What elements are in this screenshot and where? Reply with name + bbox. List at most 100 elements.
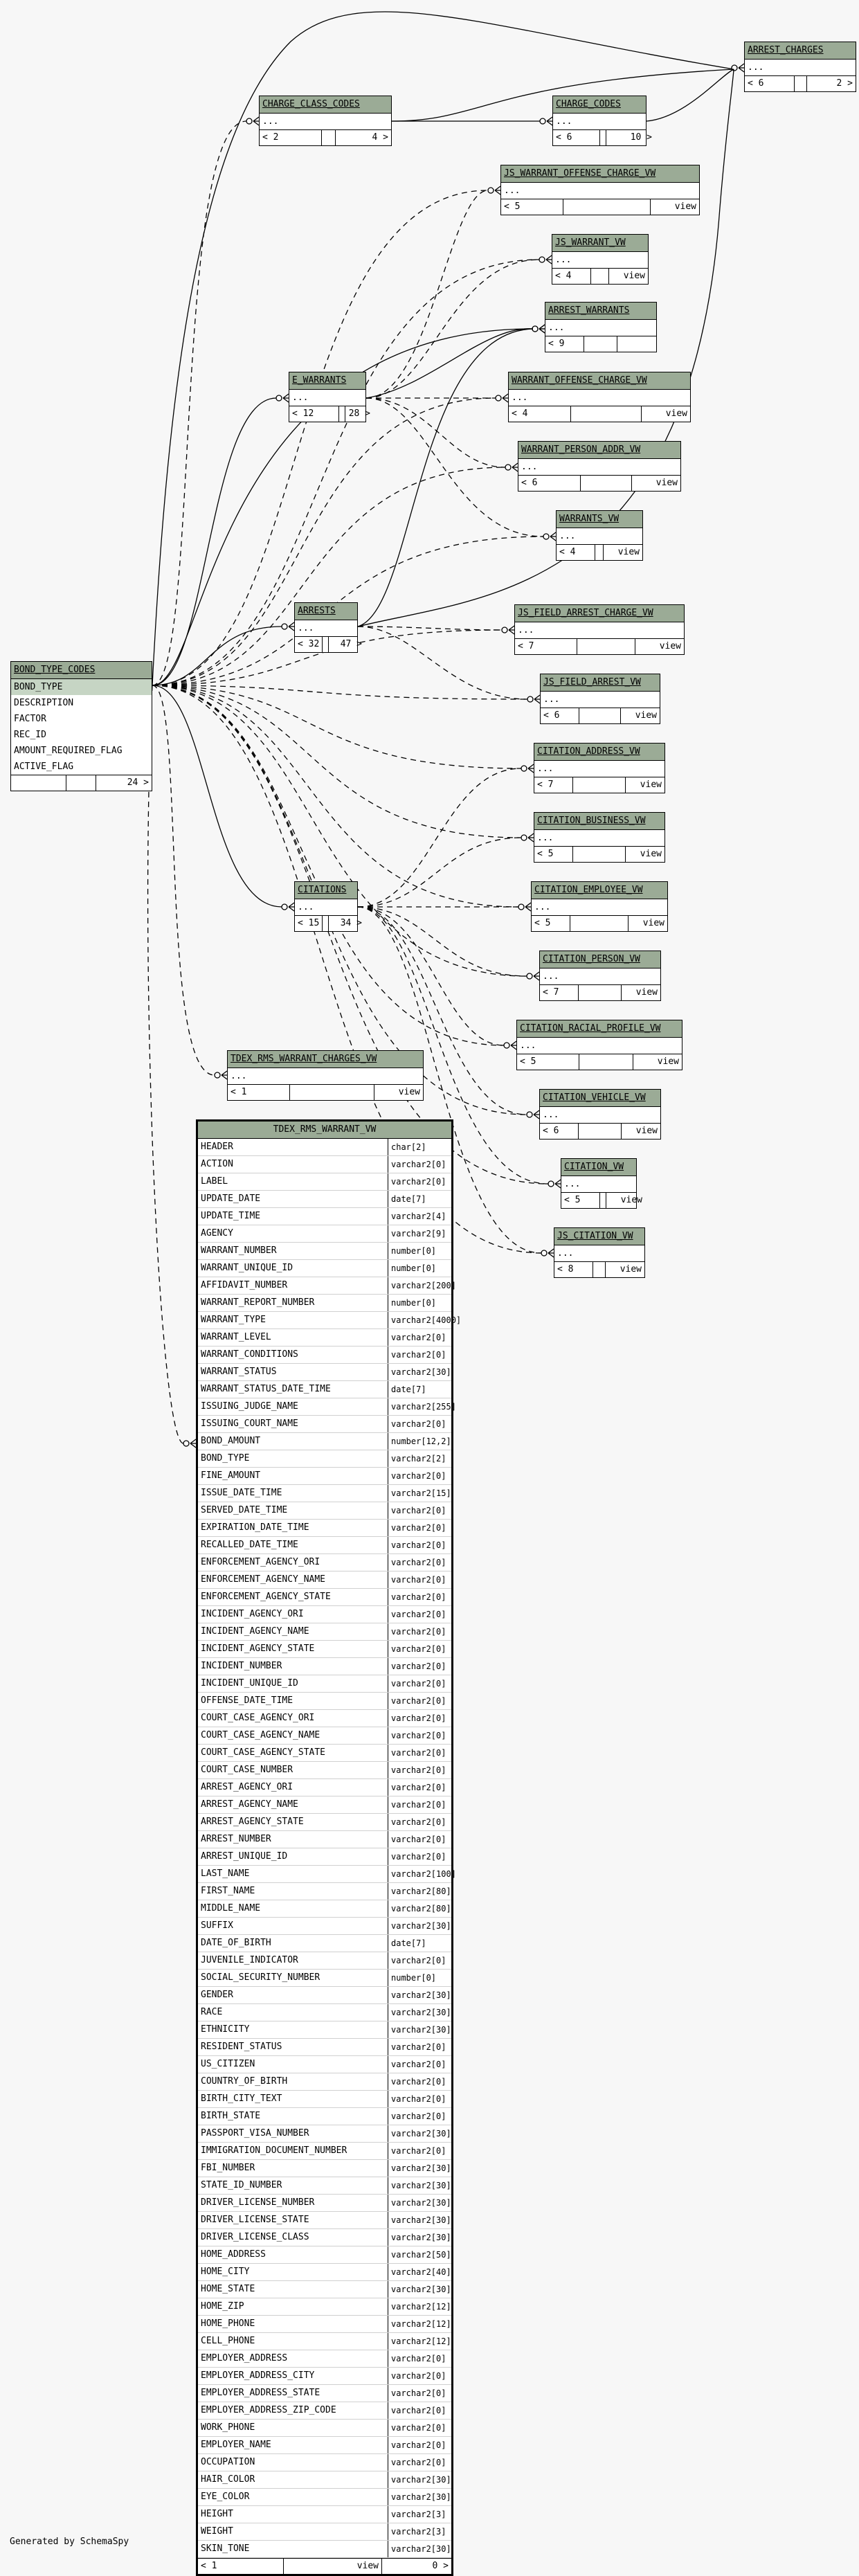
table-kind[interactable]: view [284, 2559, 382, 2574]
table-name-link[interactable]: CHARGE_CLASS_CODES [262, 99, 360, 109]
table-title[interactable]: CITATION_VEHICLE_VW [540, 1090, 660, 1107]
parents-count[interactable]: < 6 [553, 130, 600, 145]
children-count[interactable]: view [635, 710, 657, 721]
children-count[interactable]: view [657, 1056, 679, 1067]
children-count[interactable]: view [617, 547, 640, 557]
table-title[interactable]: TDEX_RMS_WARRANT_CHARGES_VW [228, 1051, 423, 1068]
table-name-link[interactable]: ARREST_CHARGES [748, 45, 824, 55]
table-name-link[interactable]: CITATION_ADDRESS_VW [537, 746, 640, 757]
parents-count[interactable]: < 6 [518, 476, 581, 491]
parents-count[interactable]: < 32 [295, 637, 323, 652]
children-count[interactable]: 24 > [127, 777, 149, 788]
children-count[interactable]: view [642, 918, 664, 928]
parents-count[interactable]: < 1 [198, 2559, 284, 2574]
children-count[interactable]: view [640, 849, 662, 859]
table-name-link[interactable]: ARREST_WARRANTS [548, 305, 630, 316]
parents-count[interactable]: < 7 [534, 777, 573, 793]
parents-count[interactable]: < 4 [557, 545, 595, 560]
children-count[interactable]: view [620, 1195, 642, 1205]
table-kind[interactable] [579, 708, 621, 723]
children-count[interactable]: view [398, 1087, 420, 1097]
table-title[interactable]: ARREST_WARRANTS [545, 303, 656, 320]
children-count[interactable]: 0 > [432, 2561, 449, 2571]
table-name-link[interactable]: TDEX_RMS_WARRANT_CHARGES_VW [230, 1054, 377, 1064]
generated-by-label[interactable]: Generated by SchemaSpy [10, 2537, 129, 2547]
children-count[interactable]: view [640, 780, 662, 790]
table-kind[interactable] [579, 985, 622, 1000]
table-kind[interactable] [323, 916, 329, 931]
children-count[interactable]: view [635, 987, 658, 998]
table-kind[interactable] [570, 916, 629, 931]
children-count[interactable]: view [665, 408, 687, 419]
parents-count[interactable]: < 5 [517, 1054, 579, 1070]
table-title[interactable]: CITATION_BUSINESS_VW [534, 813, 664, 830]
table-title[interactable]: JS_FIELD_ARREST_CHARGE_VW [515, 605, 684, 622]
table-title[interactable]: CITATION_RACIAL_PROFILE_VW [517, 1020, 682, 1038]
table-name-link[interactable]: CITATION_PERSON_VW [543, 954, 640, 964]
children-count[interactable]: 10 > [630, 132, 652, 143]
children-count[interactable] [617, 336, 656, 352]
parents-count[interactable]: < 7 [540, 985, 579, 1000]
table-title[interactable]: CHARGE_CODES [553, 96, 646, 114]
children-count[interactable]: view [623, 271, 645, 281]
table-title[interactable]: JS_CITATION_VW [554, 1228, 644, 1245]
table-kind[interactable] [579, 1124, 622, 1139]
table-title[interactable]: CITATION_VW [561, 1159, 636, 1176]
table-arrest-warrants[interactable]: ARREST_WARRANTS...< 9 [545, 302, 657, 352]
table-name-link[interactable]: ARRESTS [298, 606, 336, 616]
parents-count[interactable]: < 9 [545, 336, 584, 352]
table-kind[interactable] [600, 130, 606, 145]
table-kind[interactable] [339, 406, 345, 422]
parents-count[interactable]: < 6 [540, 1124, 579, 1139]
table-title[interactable]: ARREST_CHARGES [745, 42, 856, 60]
parents-count[interactable]: < 12 [289, 406, 339, 422]
children-count[interactable]: view [635, 1126, 658, 1136]
children-count[interactable]: view [655, 478, 678, 488]
table-kind[interactable] [795, 76, 807, 91]
parents-count[interactable]: < 7 [515, 639, 577, 654]
table-kind[interactable] [323, 637, 329, 652]
table-title[interactable]: BOND_TYPE_CODES [11, 662, 152, 679]
children-count[interactable]: 2 > [836, 78, 853, 89]
table-name-link[interactable]: JS_WARRANT_OFFENSE_CHARGE_VW [504, 168, 656, 179]
table-kind[interactable] [577, 639, 635, 654]
table-kind[interactable] [581, 476, 632, 491]
table-kind[interactable] [584, 336, 617, 352]
parents-count[interactable]: < 6 [745, 76, 795, 91]
table-title[interactable]: WARRANT_OFFENSE_CHARGE_VW [509, 372, 690, 390]
table-name-link[interactable]: WARRANT_PERSON_ADDR_VW [521, 444, 641, 455]
children-count[interactable]: 28 > [348, 408, 370, 419]
table-title[interactable]: CITATIONS [295, 882, 357, 899]
children-count[interactable]: 47 > [340, 639, 362, 649]
parents-count[interactable]: < 5 [532, 916, 570, 931]
children-count[interactable]: view [659, 641, 681, 651]
parents-count[interactable]: < 2 [260, 130, 322, 145]
table-name-link[interactable]: BOND_TYPE_CODES [14, 665, 96, 675]
table-kind[interactable] [66, 775, 96, 791]
children-count[interactable]: 4 > [372, 132, 388, 143]
table-title[interactable]: WARRANTS_VW [557, 511, 642, 528]
parents-count[interactable]: < 4 [552, 269, 591, 284]
table-name-link[interactable]: JS_FIELD_ARREST_CHARGE_VW [518, 608, 653, 618]
parents-count[interactable]: < 1 [228, 1085, 290, 1100]
table-kind[interactable] [573, 847, 626, 862]
table-kind[interactable] [595, 545, 604, 560]
table-kind[interactable] [600, 1193, 606, 1208]
table-kind[interactable] [573, 777, 626, 793]
table-title[interactable]: ARRESTS [295, 603, 357, 620]
table-name-link[interactable]: JS_FIELD_ARREST_VW [543, 677, 641, 687]
table-name-link[interactable]: CITATION_EMPLOYEE_VW [534, 885, 643, 895]
table-title[interactable]: E_WARRANTS [289, 372, 365, 390]
